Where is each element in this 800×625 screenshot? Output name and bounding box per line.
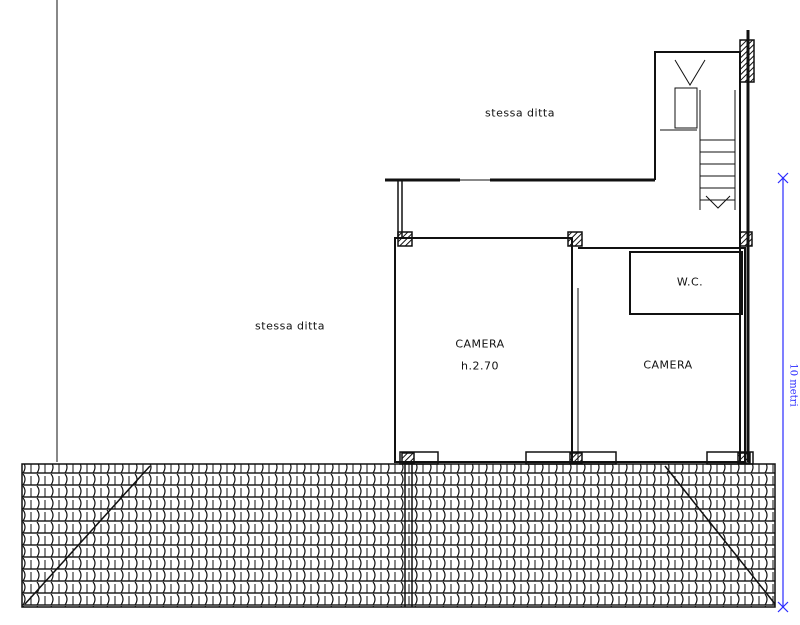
room-label-right: CAMERA	[643, 358, 693, 372]
room-left	[394, 237, 573, 463]
room-label-left: CAMERA	[455, 337, 505, 351]
room-right	[572, 247, 746, 463]
stairs	[660, 59, 736, 210]
roof-hip-right	[664, 465, 776, 605]
roof-tiles	[21, 463, 776, 608]
bathroom-label: W.C.	[676, 275, 704, 289]
area-label-upper: stessa ditta	[485, 106, 555, 120]
room-height-label: h.2.70	[461, 359, 499, 373]
roof-hip-left	[24, 465, 151, 605]
dimension-line	[777, 172, 789, 613]
dimension-label: 10 metri	[787, 363, 799, 407]
area-label-left: stessa ditta	[255, 319, 325, 333]
bathroom	[629, 251, 743, 315]
stair-wall	[654, 51, 741, 462]
